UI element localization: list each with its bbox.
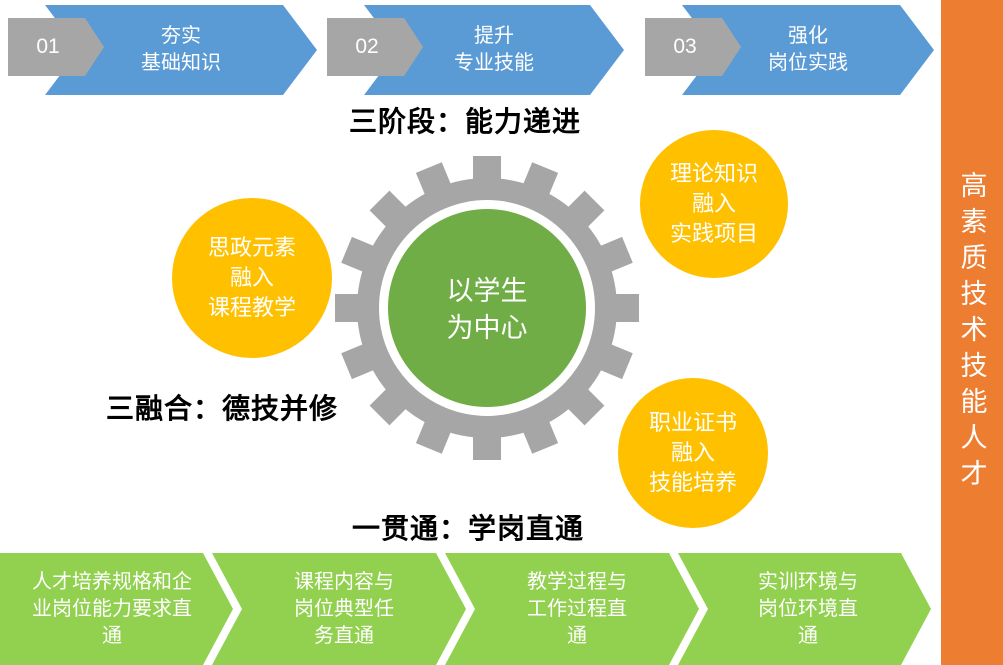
through-3-line1: 教学过程与 xyxy=(527,570,627,593)
through-1-line2: 业岗位能力要求直 xyxy=(32,597,192,620)
stages-heading: 三阶段：能力递进 xyxy=(349,106,582,137)
stage-3-line1: 强化 xyxy=(788,25,828,47)
stage-number-2: 02 xyxy=(327,18,423,76)
through-arrow-3-shape xyxy=(445,553,699,665)
stage-1-line1: 夯实 xyxy=(161,25,201,47)
through-arrow-4: 实训环境与 岗位环境直 通 xyxy=(708,553,908,665)
stage-2-line2: 专业技能 xyxy=(454,52,534,74)
bubble-ideology-line1: 思政元素 xyxy=(207,235,296,260)
bubble-ideology: 思政元素 融入 课程教学 xyxy=(172,198,332,358)
bubble-certificate-line2: 融入 xyxy=(670,440,715,465)
bubble-theory-line3: 实践项目 xyxy=(669,221,758,246)
through-4-line1: 实训环境与 xyxy=(758,570,858,593)
fusion-heading: 三融合：德技并修 xyxy=(106,393,339,424)
stage-number-1: 01 xyxy=(8,18,104,76)
through-heading: 一贯通：学岗直通 xyxy=(352,513,585,544)
through-2-line1: 课程内容与 xyxy=(294,570,394,593)
through-2-line2: 岗位典型任 xyxy=(294,597,394,620)
through-4-line2: 岗位环境直 xyxy=(758,597,858,620)
stage-1-line2: 基础知识 xyxy=(141,52,221,74)
through-arrow-1: 人才培养规格和企 业岗位能力要求直 通 xyxy=(12,553,212,665)
center-line2: 为中心 xyxy=(446,313,528,343)
bubble-theory-line2: 融入 xyxy=(691,191,736,216)
bubble-theory-line1: 理论知识 xyxy=(669,161,758,186)
through-3-line3: 通 xyxy=(567,624,587,647)
through-2-line3: 务直通 xyxy=(314,624,374,647)
stage-3-line2: 岗位实践 xyxy=(768,52,848,74)
through-3-line2: 工作过程直 xyxy=(527,597,627,620)
bubble-ideology-line3: 课程教学 xyxy=(207,295,296,320)
bubble-ideology-line2: 融入 xyxy=(229,265,274,290)
stage-2-line1: 提升 xyxy=(474,25,514,47)
center-line1: 以学生 xyxy=(446,276,528,306)
through-4-line3: 通 xyxy=(798,624,818,647)
goal-banner: 高素质技术技能人才 xyxy=(941,0,1003,665)
bubble-certificate: 职业证书 融入 技能培养 xyxy=(618,378,768,528)
stage-number-3: 03 xyxy=(645,18,741,76)
through-arrow-4-shape xyxy=(678,553,931,665)
through-arrow-3: 教学过程与 工作过程直 通 xyxy=(477,553,677,665)
bubble-theory: 理论知识 融入 实践项目 xyxy=(640,130,788,278)
through-band xyxy=(0,553,931,665)
through-arrow-2-shape xyxy=(212,553,466,665)
through-arrow-2: 课程内容与 岗位典型任 务直通 xyxy=(244,553,444,665)
through-1-line1: 人才培养规格和企 xyxy=(32,570,192,593)
bubble-certificate-line1: 职业证书 xyxy=(648,410,737,435)
center-circle-label: 以学生 为中心 xyxy=(407,270,567,350)
through-arrow-1-shape xyxy=(0,553,233,665)
bubble-certificate-line3: 技能培养 xyxy=(648,470,737,495)
through-1-line3: 通 xyxy=(102,624,122,647)
gear-icon xyxy=(335,156,639,460)
goal-text: 高素质技术技能人才 xyxy=(956,170,987,495)
